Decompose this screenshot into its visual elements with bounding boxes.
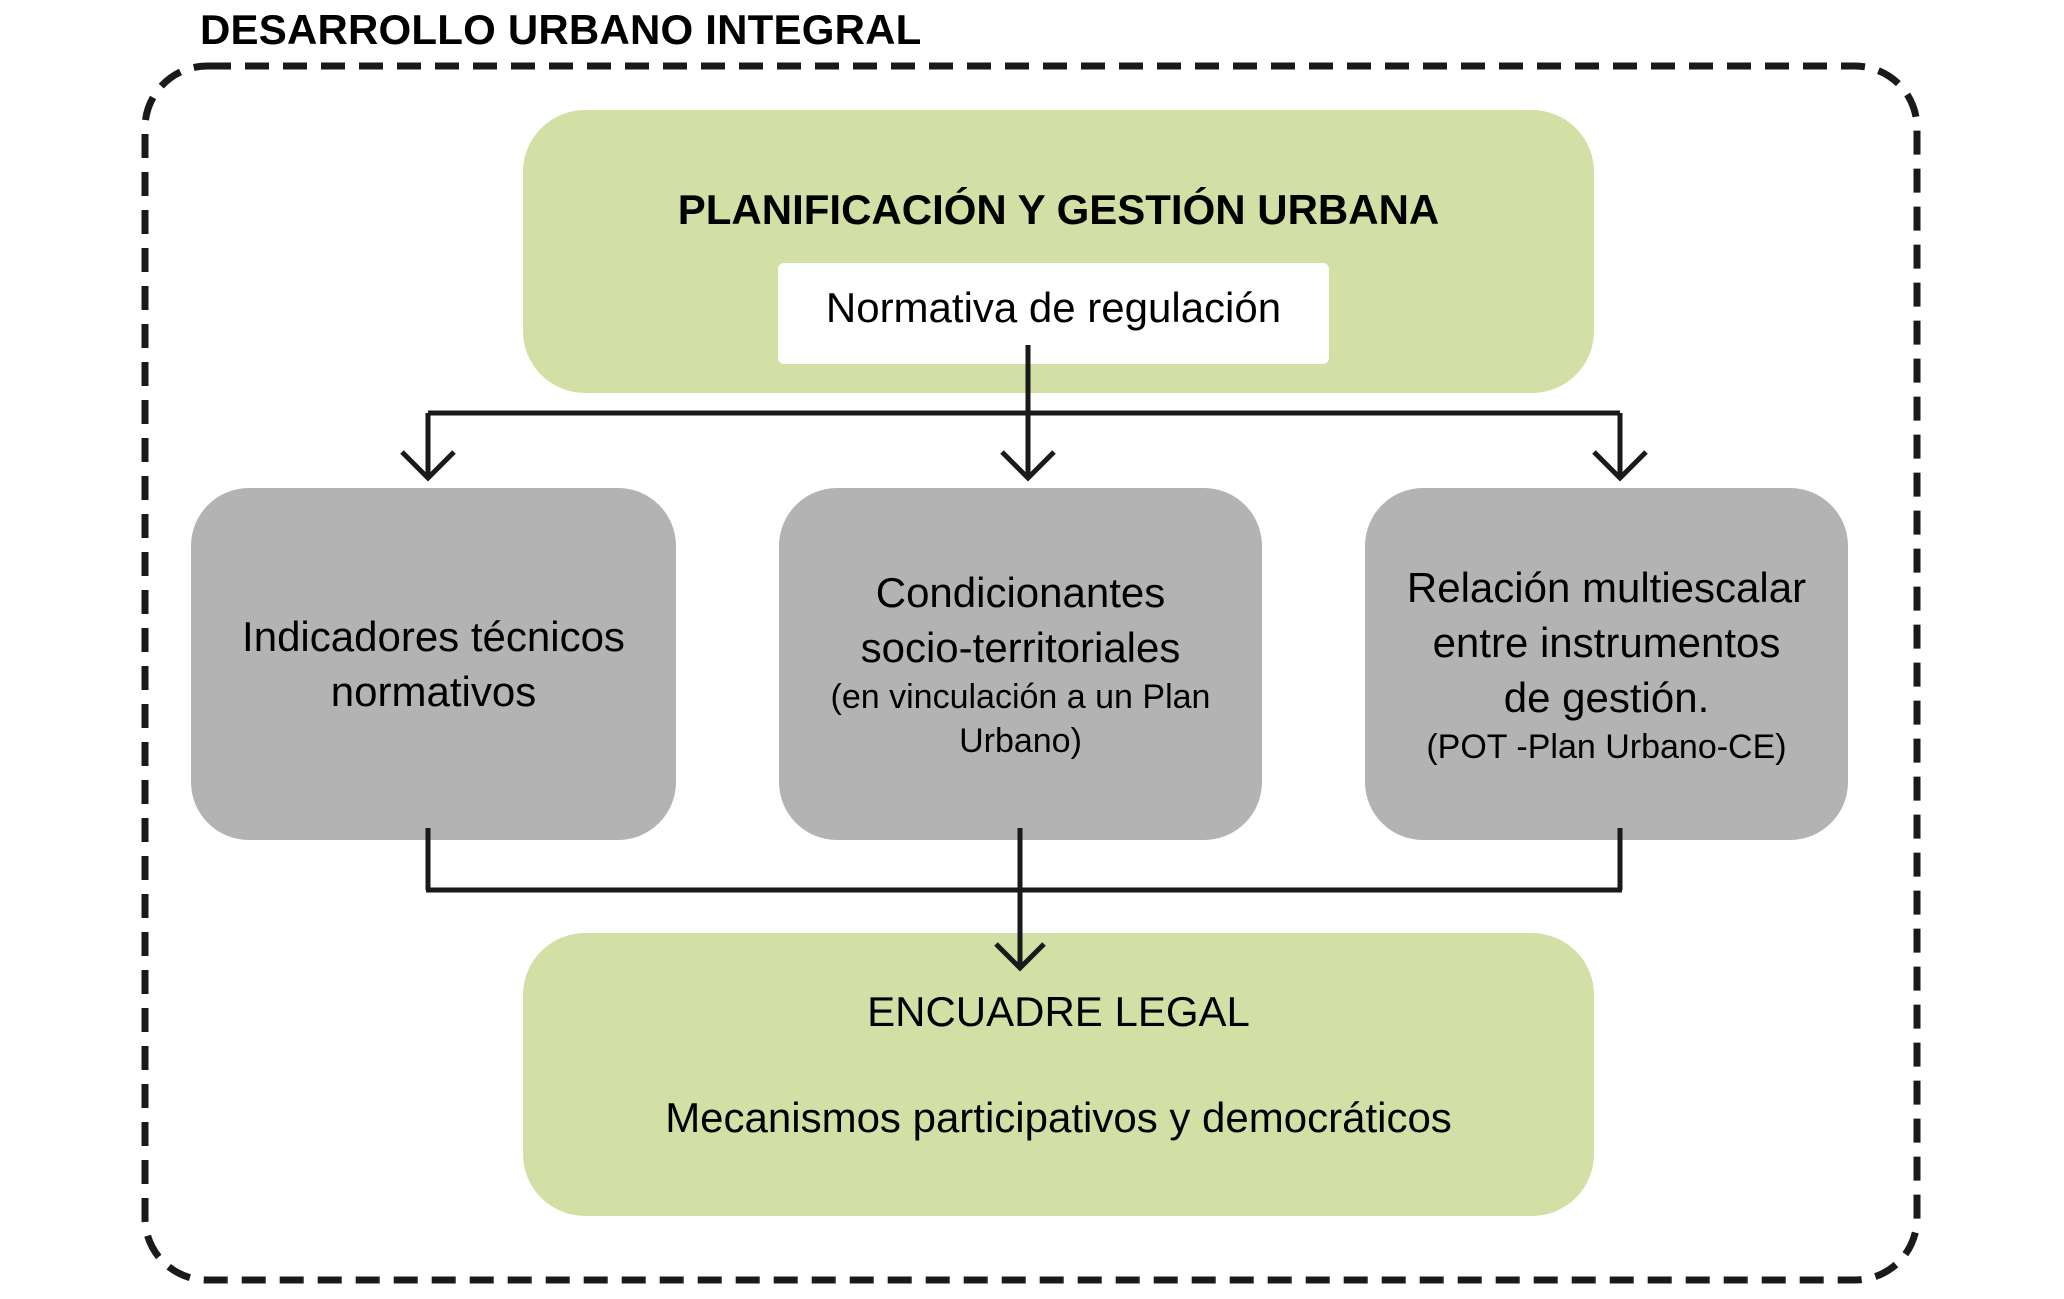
box-line: entre instrumentos: [1432, 618, 1781, 666]
box-subline: (en vinculación a un Plan: [830, 678, 1211, 716]
regulation-norms-box: [778, 263, 1329, 364]
box-line: normativos: [330, 668, 537, 715]
box-line: de gestión.: [1503, 673, 1710, 721]
diagram-title: DESARROLLO URBANO INTEGRAL: [200, 6, 922, 53]
box-line: Relación multiescalar: [1406, 563, 1807, 611]
box-line: Indicadores técnicos: [242, 613, 625, 660]
box-subline: Urbano): [959, 722, 1082, 760]
legal-framework-heading: ENCUADRE LEGAL: [867, 988, 1250, 1035]
box-line: socio-territoriales: [860, 624, 1181, 671]
outer-dashed-frame: [141, 62, 1921, 1284]
box-subline: (POT -Plan Urbano-CE): [1426, 727, 1787, 766]
box-line: Condicionantes: [875, 569, 1166, 616]
legal-framework-box: [523, 933, 1594, 1216]
technical-indicators-box: Indicadores técnicos normativos: [191, 488, 676, 840]
planning-management-heading: PLANIFICACIÓN Y GESTIÓN URBANA: [677, 186, 1440, 233]
multiscale-relation-box: Relación multiescalar entre instrumentos…: [1365, 488, 1848, 840]
regulation-norms-label: Normativa de regulación: [825, 284, 1282, 331]
socio-territorial-box: Condicionantes socio-territoriales (en v…: [779, 488, 1262, 840]
participatory-mechanisms-label: Mecanismos participativos y democráticos: [665, 1094, 1452, 1141]
